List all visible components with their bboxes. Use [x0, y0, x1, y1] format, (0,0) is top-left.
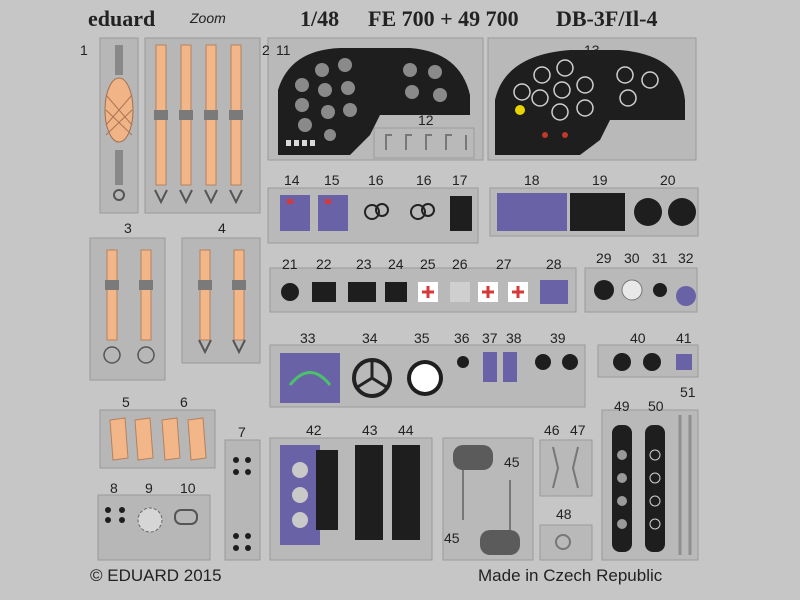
part-number-3: 3	[124, 220, 132, 236]
part-number-19: 19	[592, 172, 608, 188]
part-number-41: 41	[676, 330, 692, 346]
part-number-30: 30	[624, 250, 640, 266]
part-number-24: 24	[388, 256, 404, 272]
part-number-16b: 16	[416, 172, 432, 188]
part-number-47: 47	[570, 422, 586, 438]
parts-33-39	[269, 344, 586, 408]
part-number-44: 44	[398, 422, 414, 438]
part-12-levers	[373, 127, 475, 159]
parts-46-47	[539, 439, 593, 497]
part-number-7: 7	[238, 424, 246, 440]
part-number-42: 42	[306, 422, 322, 438]
parts-40-41	[597, 344, 699, 378]
parts-18-20	[489, 187, 699, 237]
scale-label: 1/48	[300, 6, 340, 31]
part-number-34: 34	[362, 330, 378, 346]
parts-21-28	[269, 267, 577, 313]
part-number-22: 22	[316, 256, 332, 272]
product-codes: FE 700 + 49 700	[368, 6, 519, 31]
part-number-18: 18	[524, 172, 540, 188]
part-number-12: 12	[418, 112, 434, 128]
part-number-37: 37	[482, 330, 498, 346]
part-number-35: 35	[414, 330, 430, 346]
part-number-45a: 45	[504, 454, 520, 470]
part-number-1: 1	[80, 42, 88, 58]
part-number-26: 26	[452, 256, 468, 272]
part-number-16a: 16	[368, 172, 384, 188]
parts-49-51	[601, 409, 699, 561]
model-name: DB-3F/Il-4	[556, 6, 658, 31]
part-number-38: 38	[506, 330, 522, 346]
part-number-15: 15	[324, 172, 340, 188]
part-number-45b: 45	[444, 530, 460, 546]
parts-14-17	[267, 187, 479, 244]
part-3-belts	[89, 237, 166, 381]
parts-5-6	[99, 409, 216, 469]
part-1-harness	[99, 37, 139, 214]
part-number-6: 6	[180, 394, 188, 410]
part-number-21: 21	[282, 256, 298, 272]
part-number-17: 17	[452, 172, 468, 188]
part-number-14: 14	[284, 172, 300, 188]
part-number-28: 28	[546, 256, 562, 272]
part-number-8: 8	[110, 480, 118, 496]
parts-42-44	[269, 437, 433, 561]
part-2-straps	[144, 37, 261, 214]
part-number-48: 48	[556, 506, 572, 522]
part-number-49: 49	[614, 398, 630, 414]
parts-29-32	[584, 267, 698, 313]
part-number-20: 20	[660, 172, 676, 188]
part-number-10: 10	[180, 480, 196, 496]
part-number-43: 43	[362, 422, 378, 438]
part-number-46: 46	[544, 422, 560, 438]
part-number-33: 33	[300, 330, 316, 346]
part-number-9: 9	[145, 480, 153, 496]
origin-label: Made in Czech Republic	[478, 566, 663, 585]
part-48	[539, 524, 593, 561]
part-number-11: 11	[276, 42, 291, 58]
brand-mark: Zoom	[190, 10, 226, 26]
brand-name: eduard	[88, 6, 156, 31]
part-7	[224, 439, 261, 561]
part-number-50: 50	[648, 398, 664, 414]
part-13-panel	[487, 37, 697, 161]
part-number-31: 31	[652, 250, 668, 266]
part-number-5: 5	[122, 394, 130, 410]
part-number-29: 29	[596, 250, 612, 266]
part-number-32: 32	[678, 250, 694, 266]
part-number-13: 13	[584, 42, 600, 58]
part-number-25: 25	[420, 256, 436, 272]
part-number-36: 36	[454, 330, 470, 346]
part-4-belts	[181, 237, 261, 364]
part-45-pedals	[442, 437, 534, 561]
copyright: © EDUARD 2015	[90, 566, 222, 585]
parts-8-10	[97, 494, 211, 561]
part-number-40: 40	[630, 330, 646, 346]
part-number-2: 2	[262, 42, 270, 58]
part-number-39: 39	[550, 330, 566, 346]
part-number-51: 51	[680, 384, 696, 400]
part-number-4: 4	[218, 220, 226, 236]
part-number-23: 23	[356, 256, 372, 272]
part-number-27: 27	[496, 256, 512, 272]
